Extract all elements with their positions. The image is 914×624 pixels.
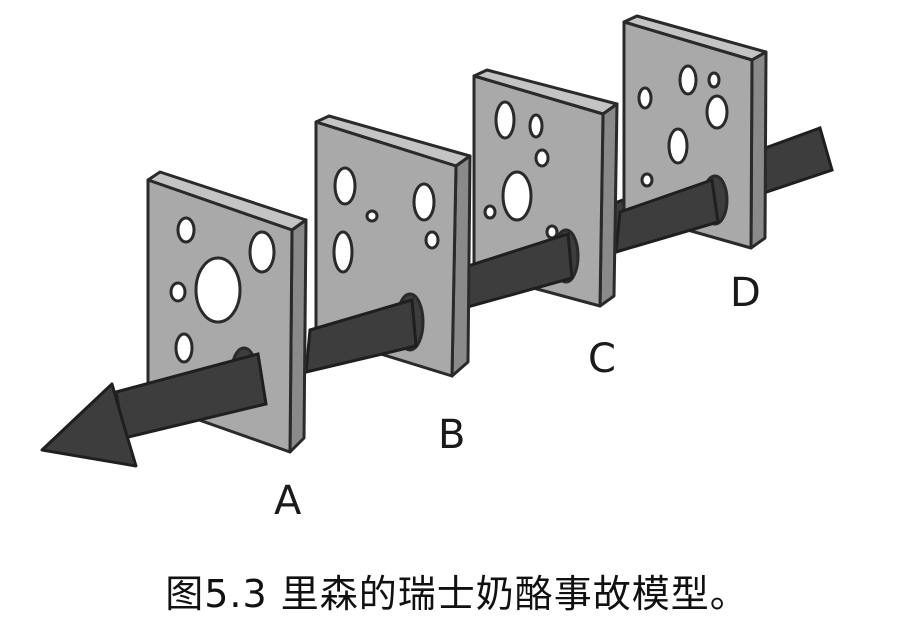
arrow-shaft-cd: [614, 177, 720, 255]
cheese-slice-d: [622, 14, 768, 250]
label-d: D: [730, 270, 761, 316]
label-c: C: [588, 336, 616, 382]
arrow-head: [40, 352, 268, 468]
figure-caption: 图5.3 里森的瑞士奶酪事故模型。: [165, 572, 749, 616]
label-a: A: [274, 478, 302, 524]
arrow-shaft-ab: [304, 298, 418, 374]
label-b: B: [438, 412, 465, 458]
swiss-cheese-diagram: A B C D: [40, 14, 834, 524]
cheese-slice-b: [314, 114, 472, 378]
